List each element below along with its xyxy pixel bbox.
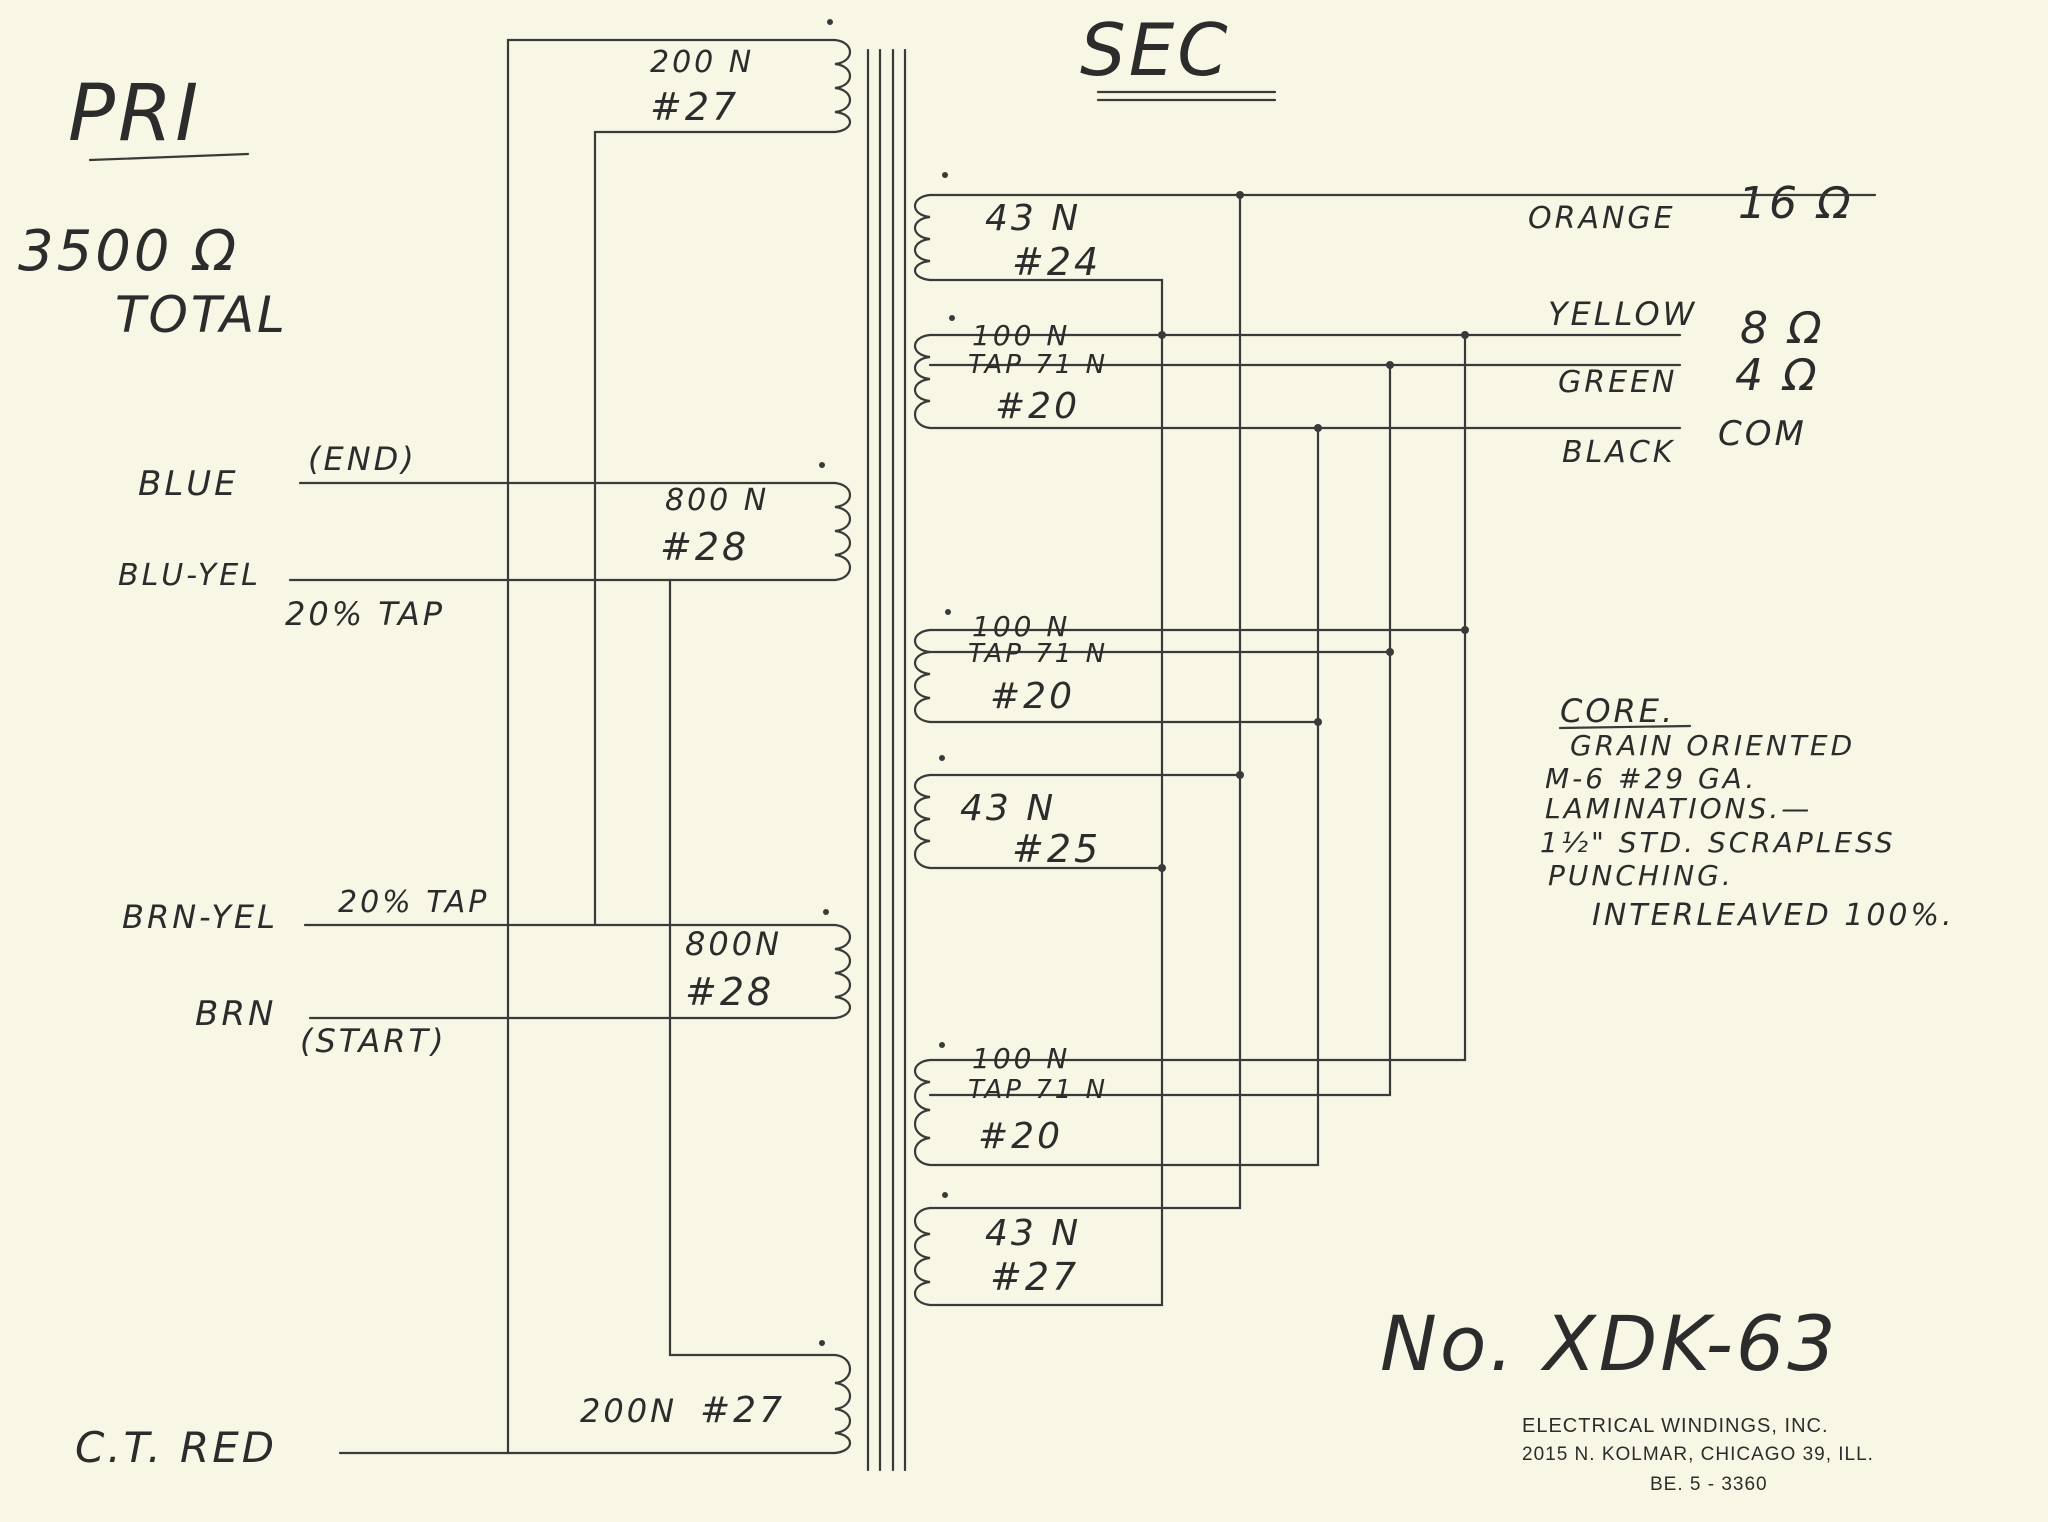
- secondary-wiring: [928, 191, 1877, 1307]
- primary-wiring: [288, 38, 837, 1455]
- drawing-number: No. XDK-63: [1380, 1299, 1839, 1388]
- primary-winding-1-turns: 200 N: [650, 45, 754, 80]
- core-line-4: 1½" STD. SCRAPLESS: [1540, 826, 1896, 859]
- secondary-coil-6: [913, 1192, 948, 1307]
- primary-heading: PRI: [68, 69, 201, 159]
- lead-blu-yel-note: 20% TAP: [285, 595, 445, 633]
- lead-brn-label: BRN: [195, 994, 276, 1034]
- secondary-winding-5-tap: TAP 71 N: [968, 1075, 1108, 1105]
- secondary-winding-6-turns: 43 N: [985, 1213, 1081, 1254]
- primary-impedance: 3500 Ω: [18, 219, 239, 284]
- secondary-coil-5: [913, 1042, 945, 1167]
- secondary-winding-2-turns: 100 N: [972, 319, 1070, 352]
- secondary-coil-2: [913, 315, 955, 430]
- secondary-winding-1-wire: #24: [1012, 240, 1101, 284]
- core-line-3: LAMINATIONS.—: [1545, 792, 1812, 825]
- primary-coil-1: [827, 19, 852, 134]
- primary-winding-2-wire: #28: [660, 525, 749, 569]
- core-line-2: M-6 #29 GA.: [1545, 762, 1757, 795]
- lead-brn-yel-note: 20% TAP: [338, 885, 489, 920]
- core-heading-underline: [1558, 724, 1692, 730]
- lead-blu-yel-label: BLU-YEL: [118, 558, 261, 593]
- secondary-winding-6-wire: #27: [990, 1255, 1079, 1299]
- output-green-color: GREEN: [1558, 365, 1677, 400]
- primary-winding-3-turns: 800N: [685, 925, 782, 963]
- secondary-winding-1-turns: 43 N: [985, 198, 1081, 239]
- secondary-winding-3-wire: #20: [990, 676, 1075, 717]
- transformer-core: [866, 48, 907, 1472]
- lead-blue-label: BLUE: [138, 464, 239, 504]
- lead-brn-note: (START): [300, 1022, 447, 1060]
- output-orange-value: 16 Ω: [1738, 178, 1854, 229]
- lead-ct-label: C.T. RED: [75, 1423, 277, 1472]
- secondary-coil-4: [913, 755, 945, 870]
- primary-coil-2: [819, 462, 852, 582]
- secondary-winding-2-wire: #20: [995, 386, 1080, 427]
- company-name: ELECTRICAL WINDINGS, INC.: [1522, 1415, 1829, 1437]
- output-yellow-value: 8 Ω: [1740, 303, 1825, 354]
- secondary-winding-5-wire: #20: [978, 1116, 1063, 1157]
- lead-brn-yel-label: BRN-YEL: [122, 898, 278, 936]
- secondary-coil-3: [913, 609, 951, 724]
- primary-winding-3-wire: #28: [685, 970, 774, 1014]
- lead-blue-note: (END): [308, 440, 417, 478]
- output-green-value: 4 Ω: [1735, 350, 1820, 401]
- company-phone: BE. 5 - 3360: [1650, 1474, 1768, 1495]
- primary-winding-2-turns: 800 N: [665, 483, 769, 518]
- secondary-winding-3-turns: 100 N: [972, 610, 1070, 643]
- secondary-winding-5-turns: 100 N: [972, 1042, 1070, 1075]
- secondary-winding-4-turns: 43 N: [960, 788, 1056, 829]
- core-heading: CORE.: [1560, 692, 1675, 730]
- primary-winding-4-wire: #27: [700, 1390, 785, 1431]
- secondary-winding-3-tap: TAP 71 N: [968, 639, 1108, 669]
- secondary-heading: SEC: [1080, 8, 1230, 92]
- secondary-coil-1: [913, 172, 948, 282]
- primary-heading-underline: [88, 152, 250, 162]
- primary-coil-4: [819, 1340, 852, 1455]
- output-black-value: COM: [1718, 414, 1807, 454]
- company-address: 2015 N. KOLMAR, CHICAGO 39, ILL.: [1522, 1444, 1874, 1465]
- primary-winding-4-turns: 200N: [580, 1392, 677, 1430]
- primary-coil-3: [823, 909, 852, 1020]
- output-orange-color: ORANGE: [1528, 201, 1676, 236]
- primary-winding-1-wire: #27: [650, 85, 739, 129]
- core-line-6: INTERLEAVED 100%.: [1592, 898, 1955, 933]
- core-line-5: PUNCHING.: [1548, 859, 1734, 892]
- primary-total-label: TOTAL: [115, 286, 288, 344]
- output-black-color: BLACK: [1562, 435, 1675, 470]
- secondary-winding-4-wire: #25: [1012, 827, 1101, 871]
- secondary-winding-2-tap: TAP 71 N: [968, 350, 1108, 380]
- output-yellow-color: YELLOW: [1548, 295, 1697, 333]
- core-line-1: GRAIN ORIENTED: [1570, 729, 1855, 762]
